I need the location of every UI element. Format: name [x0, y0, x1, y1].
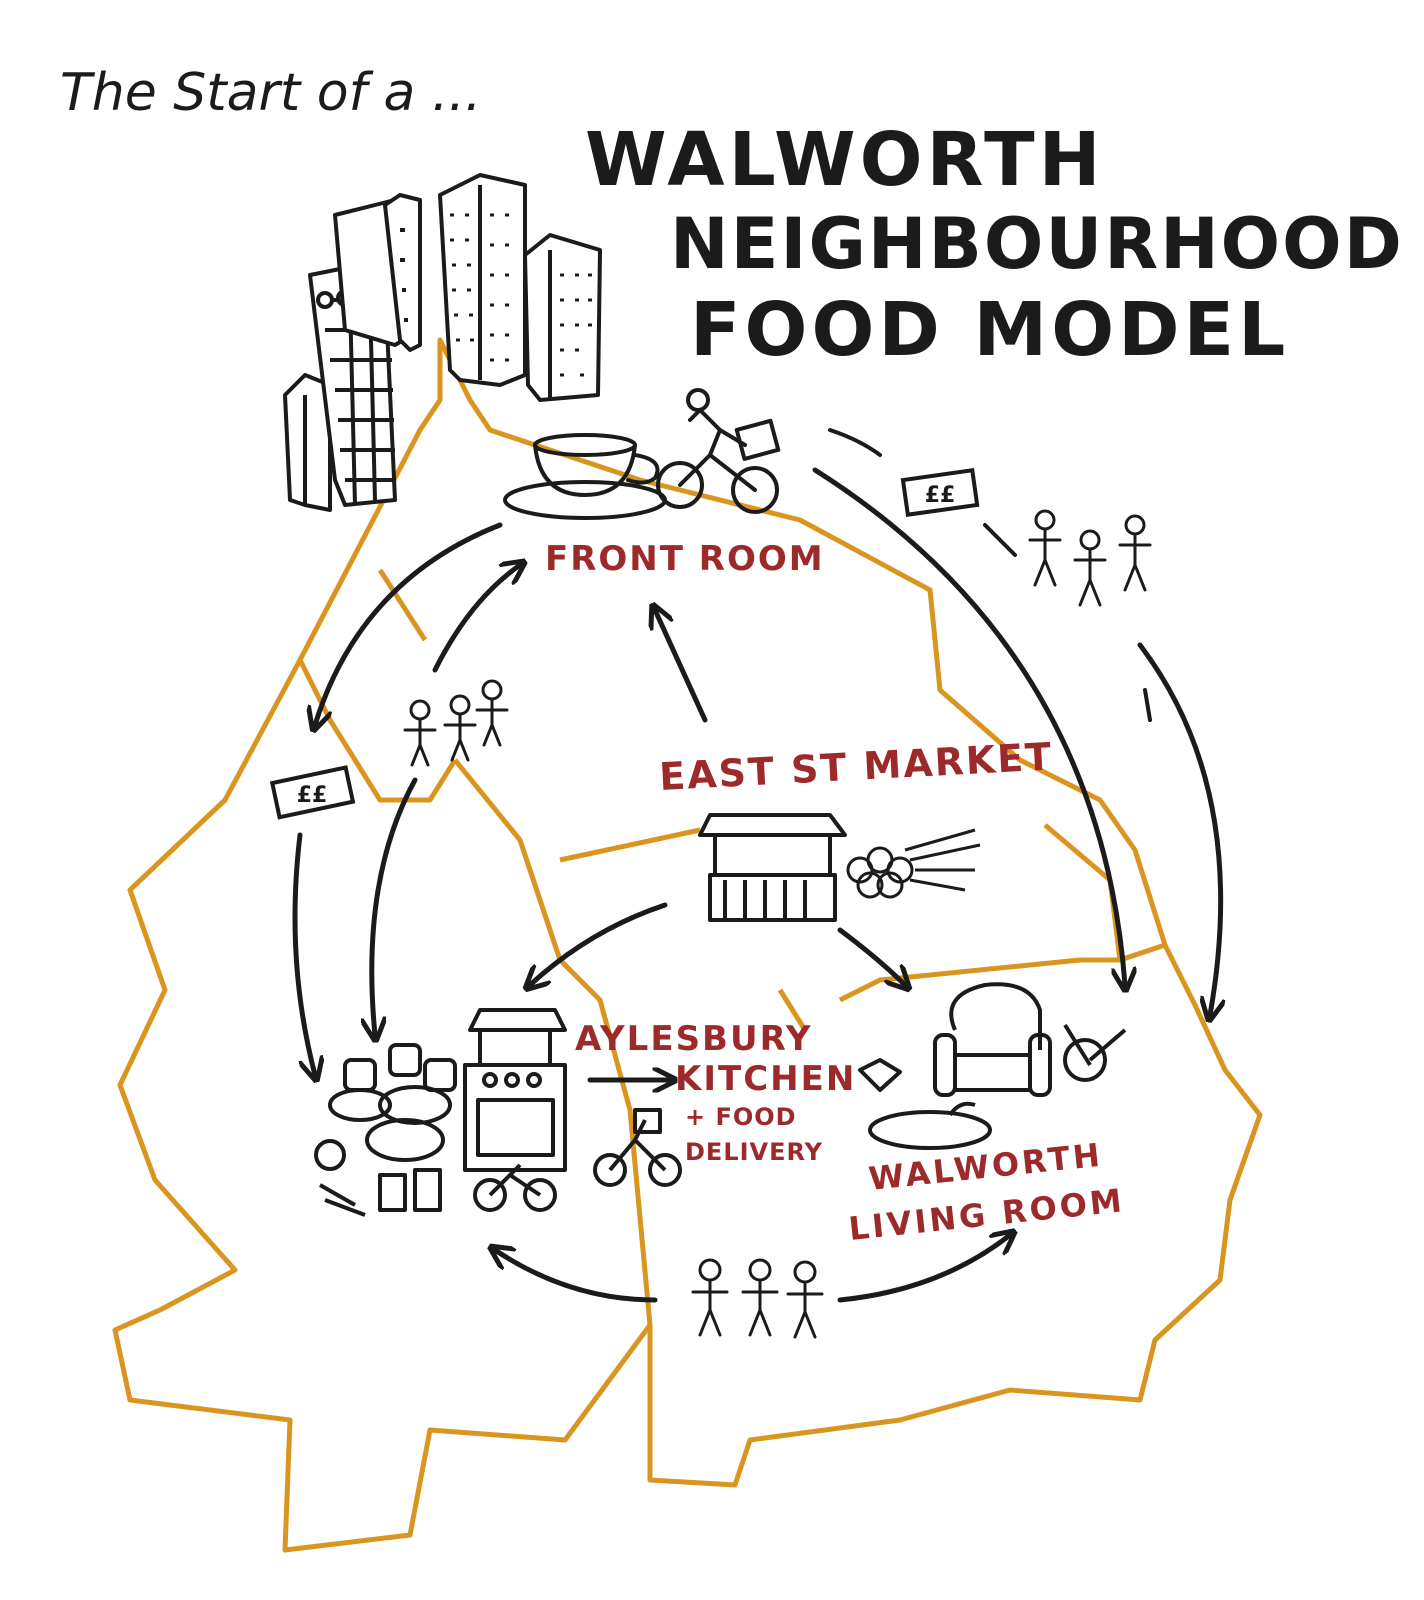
flow-dashes	[830, 430, 1150, 720]
coffee-cup-icon	[505, 435, 665, 518]
arrow-left-to-pots	[295, 835, 315, 1075]
arrow-people-to-kitchen	[495, 1250, 655, 1300]
kitchen-label-line-4: DELIVERY	[685, 1138, 823, 1166]
subtitle: The Start of a ...	[60, 63, 481, 123]
neighbourhood-map	[115, 340, 1260, 1550]
kitchen-label-line-2: KITCHEN	[675, 1059, 856, 1099]
money-note-top: ££	[903, 470, 977, 514]
title-line-3: FOOD MODEL	[690, 287, 1289, 373]
arrow-front-room-to-left	[315, 525, 500, 725]
kitchen-label-line-3: + FOOD	[685, 1103, 797, 1131]
delivery-cyclist-icon	[658, 390, 778, 512]
front-room-illustration	[505, 390, 778, 518]
person-icon	[788, 1262, 822, 1337]
people-group-top-right	[1030, 511, 1150, 605]
living-room-illustration	[860, 984, 1125, 1148]
armchair-icon	[935, 984, 1050, 1095]
meal-plate-icon	[870, 1104, 990, 1148]
market-stall-illustration	[700, 815, 980, 920]
person-icon	[1075, 531, 1105, 605]
people-group-left	[405, 681, 507, 765]
person-icon	[743, 1260, 777, 1335]
map-boundary	[115, 340, 1260, 1550]
person-icon	[1030, 511, 1060, 585]
person-icon	[445, 696, 475, 760]
money-note-left: ££	[272, 767, 353, 817]
people-group-bottom	[693, 1260, 822, 1337]
title-line-1: WALWORTH	[585, 117, 1105, 203]
map-road	[380, 570, 425, 640]
market-label: EAST ST MARKET	[658, 734, 1054, 799]
arrow-people-to-front-room	[435, 565, 520, 670]
stove-icon	[465, 1010, 565, 1170]
arrow-people-to-pots	[372, 780, 415, 1035]
arrow-front-room-to-right	[815, 470, 1125, 985]
person-icon	[405, 701, 435, 765]
person-icon	[1120, 516, 1150, 590]
tower-block	[525, 235, 600, 400]
arrow-market-to-front-room	[655, 610, 705, 720]
arrow-market-to-kitchen	[530, 905, 665, 985]
title-line-2: NEIGHBOURHOOD	[670, 203, 1404, 285]
arrow-market-to-living-room	[840, 930, 905, 985]
food-pots-icon	[316, 1045, 455, 1215]
arrow-people-right-down	[1140, 645, 1221, 1015]
map-road	[560, 830, 700, 860]
knitting-yarn-icon	[1065, 1025, 1125, 1080]
person-icon	[477, 681, 507, 745]
front-room-label: FRONT ROOM	[545, 539, 825, 579]
kitchen-label-line-1: AYLESBURY	[575, 1019, 813, 1059]
money-label: ££	[925, 483, 956, 508]
vegetables-icon	[848, 830, 980, 897]
person-icon	[693, 1260, 727, 1335]
money-label: ££	[297, 783, 328, 808]
book-icon	[860, 1060, 900, 1090]
tower-block	[440, 175, 525, 385]
